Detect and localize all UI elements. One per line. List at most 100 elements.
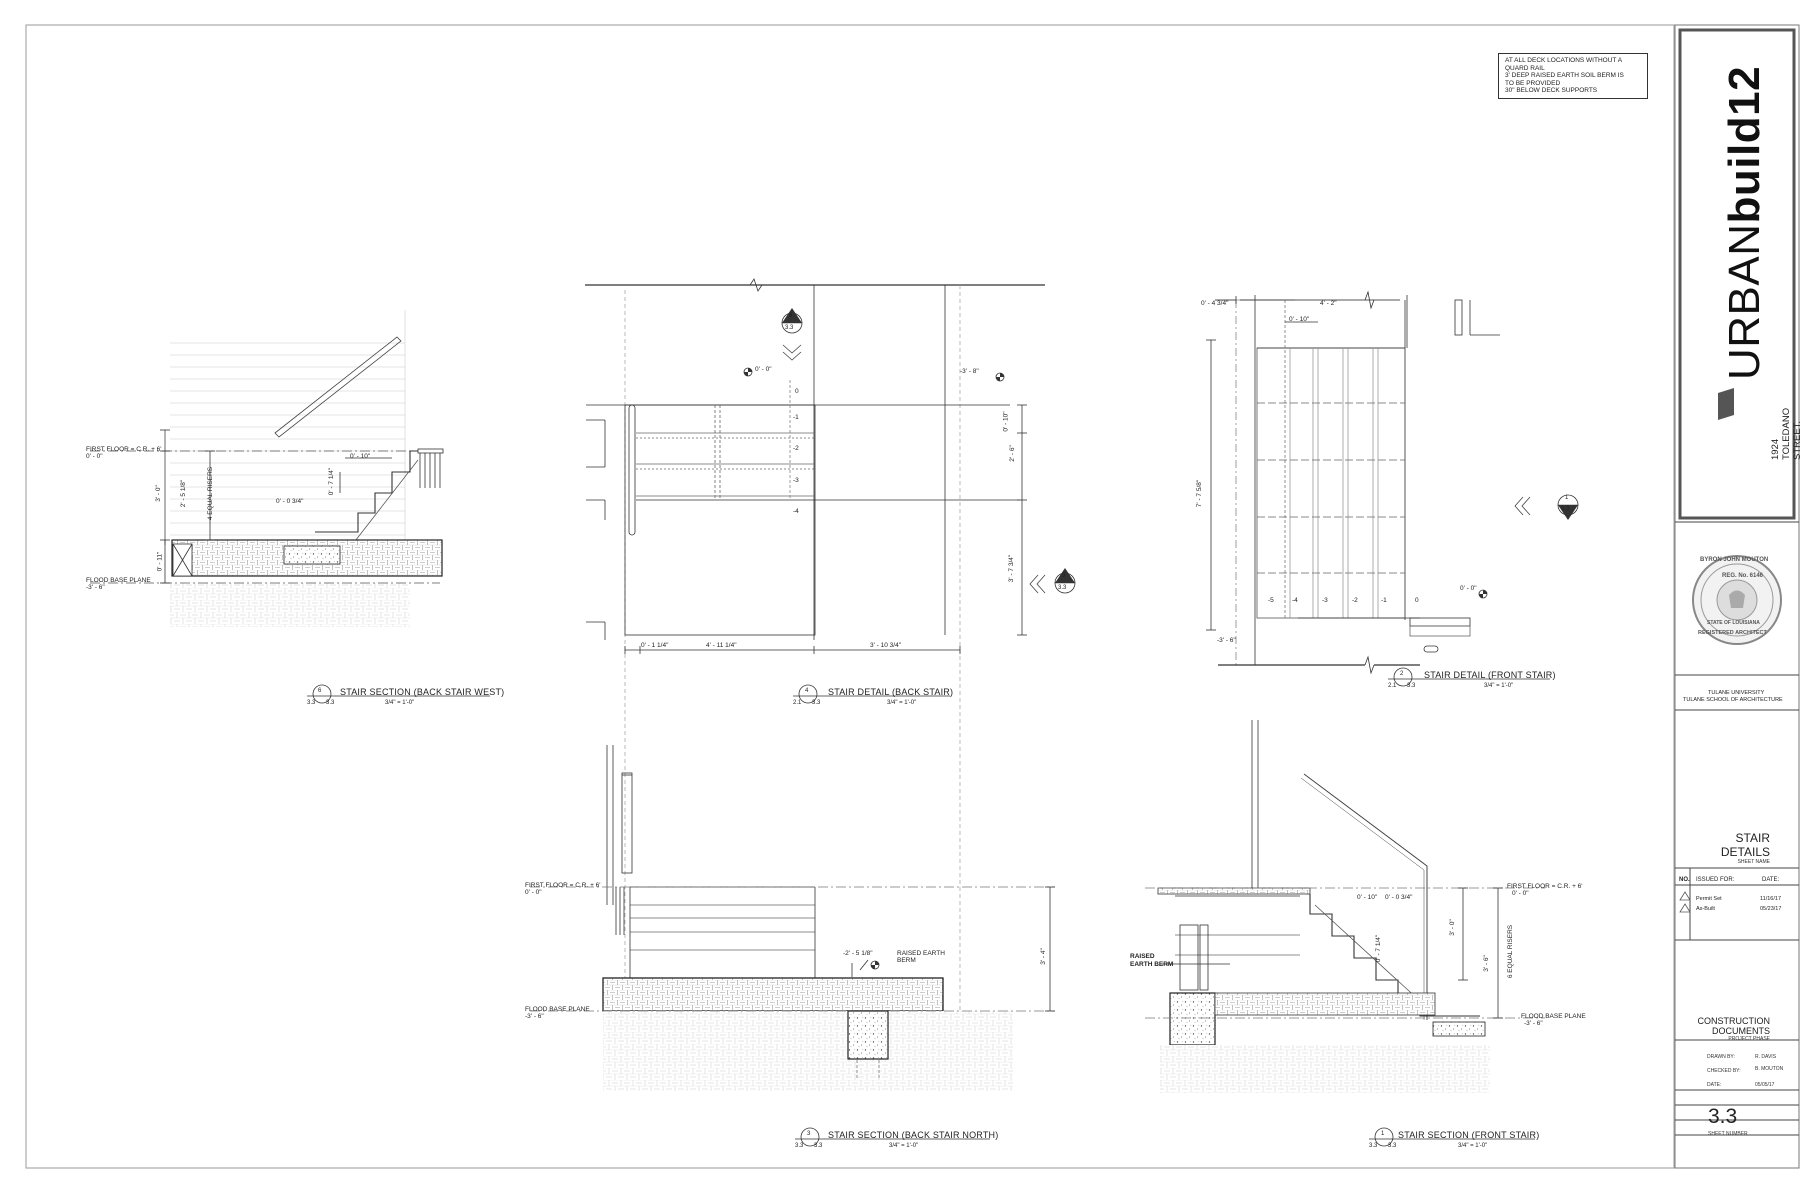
v4-dim-3: 3' - 10 3/4" — [870, 642, 902, 649]
view-1-number: 1 — [1381, 1131, 1385, 1137]
drawn-by-label: DRAWN BY: — [1707, 1054, 1735, 1060]
v2-dim-7-7: 7' - 7 5/8" — [1196, 479, 1204, 508]
marker-1-ref: 3.3 — [1561, 506, 1570, 512]
view-3-ref: 3.3 — [795, 1143, 804, 1149]
issue-no-header: NO. — [1679, 877, 1690, 883]
school-dept: TULANE SCHOOL OF ARCHITECTURE — [1683, 697, 1783, 703]
v4-dim-2-6: 2' - 6" — [1008, 445, 1016, 462]
v4-dim-2: 4' - 11 1/4" — [706, 642, 737, 649]
v3-berm-dim: -2' - 5 1/8" — [843, 950, 873, 957]
architect-seal-icon — [1692, 555, 1782, 645]
issue-date-header: DATE: — [1762, 877, 1780, 883]
seal-state: STATE OF LOUISIANA — [1707, 620, 1760, 626]
v1-dim-0-10: 0' - 10" — [1357, 894, 1378, 901]
v3-berm-label2: BERM — [897, 957, 916, 964]
view-6-drawing — [90, 310, 444, 627]
drawn-by-value: R. DAVIS — [1755, 1054, 1777, 1060]
view-4-ref: 2.1 — [793, 700, 802, 706]
v1-dim-3-0: 3' - 0" — [1448, 919, 1456, 936]
v3-berm-label1: RAISED EARTH — [897, 950, 945, 957]
issue-2-name: As-Built — [1696, 906, 1715, 912]
v6-flood-label: FLOOD BASE PLANE — [86, 577, 151, 584]
note-line: AT ALL DECK LOCATIONS WITHOUT A — [1505, 57, 1623, 64]
view-4-scale: 3/4" = 1'-0" — [887, 700, 917, 706]
sheet-border — [25, 24, 1675, 1169]
date-value: 05/05/17 — [1755, 1082, 1775, 1088]
view-2-ref: 2.1 — [1388, 683, 1397, 689]
v6-dim-0-10: 0' - 10" — [350, 453, 371, 460]
v2-dim-4-2: 4' - 2" — [1320, 300, 1337, 307]
v1-risers: 6 EQUAL RISERS — [1507, 924, 1515, 979]
issue-for-header: ISSUED FOR: — [1696, 877, 1735, 883]
view-1-ref: 3.3 — [1369, 1143, 1378, 1149]
v1-flood-elev: -3' - 6" — [1524, 1020, 1543, 1027]
v4-elev-0: 0' - 0" — [755, 366, 772, 373]
issue-1-name: Permit Set — [1696, 896, 1722, 902]
view-6-sheet: 3.3 — [326, 700, 335, 706]
v4-step-0: 0 — [795, 388, 799, 395]
v6-dim-0-11: 0' - 11" — [156, 551, 164, 572]
v2-step-3: -3 — [1322, 597, 1328, 604]
view-3-scale: 3/4" = 1'-0" — [889, 1143, 919, 1149]
sheet-name-label: SHEET NAME — [1737, 859, 1770, 865]
seal-registered: REGISTERED ARCHITECT — [1698, 630, 1767, 636]
view-3-drawing — [530, 745, 1055, 1091]
view-6-scale: 3/4" = 1'-0" — [385, 700, 415, 706]
v4-step-2: -2 — [793, 445, 799, 452]
view-6-title: STAIR SECTION (BACK STAIR WEST) — [340, 687, 505, 697]
v6-dim-3-0: 3' - 0" — [154, 485, 162, 502]
general-note-box: AT ALL DECK LOCATIONS WITHOUT A QUARD RA… — [1498, 53, 1648, 99]
v3-flood-elev: -3' - 6" — [525, 1013, 544, 1020]
checked-by-value: B. MOUTON — [1755, 1066, 1784, 1072]
view-4-number: 4 — [805, 688, 809, 694]
v1-dim-0-7: 0' - 7 1/4" — [1375, 934, 1383, 963]
v1-first-floor-elev: 0' - 0" — [1512, 890, 1529, 897]
sheet-number: 3.3 — [1708, 1105, 1738, 1128]
note-line: QUARD RAIL — [1505, 64, 1545, 72]
v1-dim-0-034: 0' - 0 3/4" — [1385, 894, 1413, 901]
view-2-scale: 3/4" = 1'-0" — [1484, 683, 1514, 689]
v6-dim-2-5: 2' - 5 1/8" — [180, 479, 188, 508]
v1-first-floor-label: FIRST FLOOR = C.R. + 6' — [1507, 883, 1583, 890]
v3-flood-label: FLOOD BASE PLANE — [525, 1006, 590, 1013]
view-2-title: STAIR DETAIL (FRONT STAIR) — [1424, 670, 1556, 680]
v4-elev-3-8: -3' - 8" — [960, 368, 979, 375]
v4-dim-3-7: 3' - 7 3/4" — [1008, 554, 1016, 583]
v6-risers: 4 EQUAL RISERS — [207, 466, 215, 521]
marker-6-ref: 3.3 — [785, 325, 794, 331]
view-3-number: 3 — [807, 1131, 811, 1137]
seal-name: BYRON JOHN MOUTON — [1700, 557, 1769, 563]
view-3-sheet: 3.3 — [814, 1143, 823, 1149]
view-4-sheet: 3.3 — [812, 700, 821, 706]
v1-dim-3-6: 3' - 6" — [1482, 955, 1490, 972]
v2-step-4: -4 — [1292, 597, 1298, 604]
view-2-drawing — [1206, 290, 1579, 675]
view-2-number: 2 — [1400, 671, 1404, 677]
v1-flood-label: FLOOD BASE PLANE — [1521, 1013, 1586, 1020]
v2-step-5: -5 — [1268, 597, 1274, 604]
school-name: TULANE UNIVERSITY — [1708, 690, 1765, 696]
v2-step-2: -2 — [1352, 597, 1358, 604]
view-1-sheet: 3.3 — [1388, 1143, 1397, 1149]
view-title-markers — [307, 667, 1550, 1147]
v1-berm-label2: EARTH BERM — [1130, 961, 1174, 968]
phase-line2: DOCUMENTS — [1712, 1026, 1770, 1036]
view-2-sheet: 3.3 — [1407, 683, 1416, 689]
marker-3-ref: 3.3 — [1058, 585, 1067, 591]
marker-3-num: 3 — [1062, 573, 1066, 579]
firm-name: URBANbuild12 — [1720, 65, 1769, 380]
v6-flood-elev: -3' - 6" — [86, 584, 105, 591]
checked-by-label: CHECKED BY: — [1707, 1068, 1741, 1074]
view-6-ref: 3.3 — [307, 700, 316, 706]
view-1-title: STAIR SECTION (FRONT STAIR) — [1398, 1130, 1540, 1140]
sheet-name-line2: DETAILS — [1720, 845, 1770, 859]
v4-dim-0-10: 0' - 10" — [1002, 411, 1010, 432]
issue-1-date: 11/16/17 — [1760, 896, 1782, 902]
v2-elev-0: 0' - 0" — [1460, 585, 1477, 592]
v2-step-1: -1 — [1381, 597, 1387, 604]
v3-dim-3-4: 3' - 4" — [1039, 948, 1047, 965]
view-1-scale: 3/4" = 1'-0" — [1458, 1143, 1488, 1149]
revision-triangle-icon — [1679, 891, 1691, 913]
v1-berm-label1: RAISED — [1130, 953, 1155, 960]
